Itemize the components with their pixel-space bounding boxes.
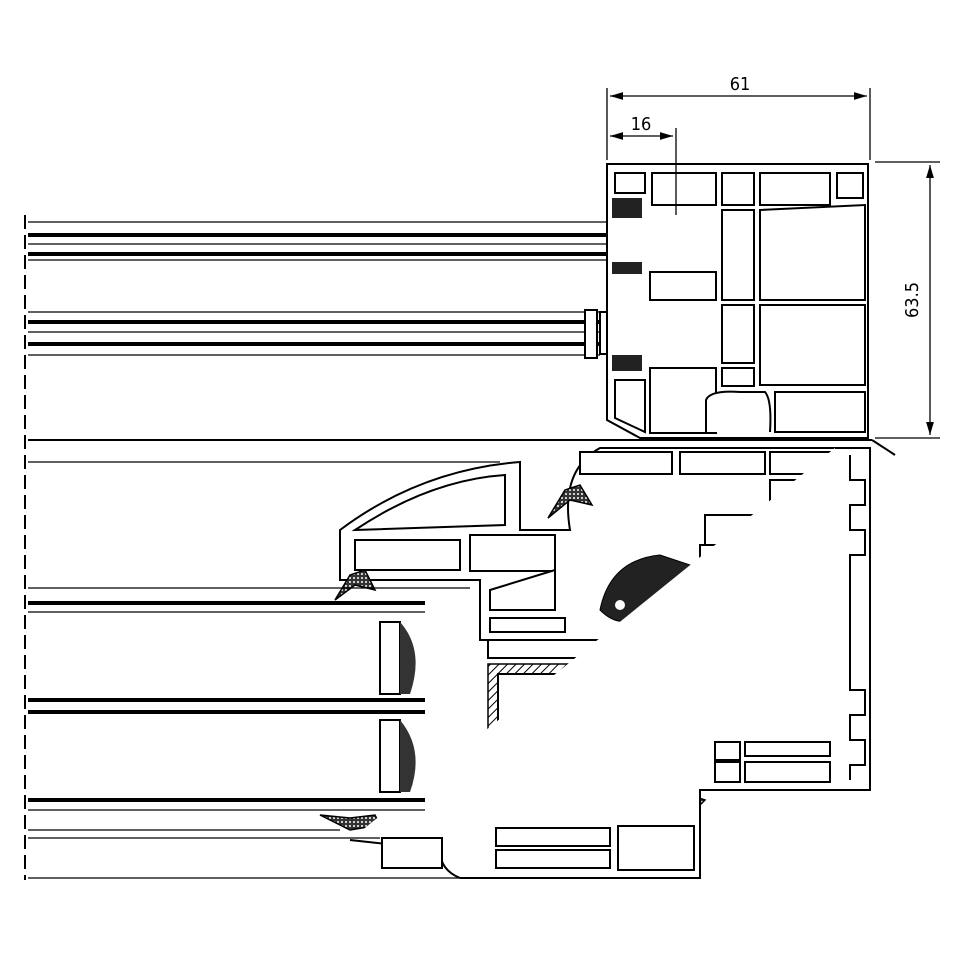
lower-glass-unit [28,587,700,879]
dimension-label-63-5: 63.5 [902,282,923,318]
dimension-61: 61 [606,74,871,160]
bottom-frame-profile [349,447,871,879]
sash-profile [28,447,836,816]
top-frame-profile [606,163,869,439]
dimension-label-16: 16 [631,114,652,135]
dimension-label-61: 61 [730,74,751,95]
dimension-63-5: 63.5 [875,161,940,439]
gasket [547,484,594,519]
dimension-16: 16 [610,114,677,215]
upper-glass-unit [28,221,693,261]
